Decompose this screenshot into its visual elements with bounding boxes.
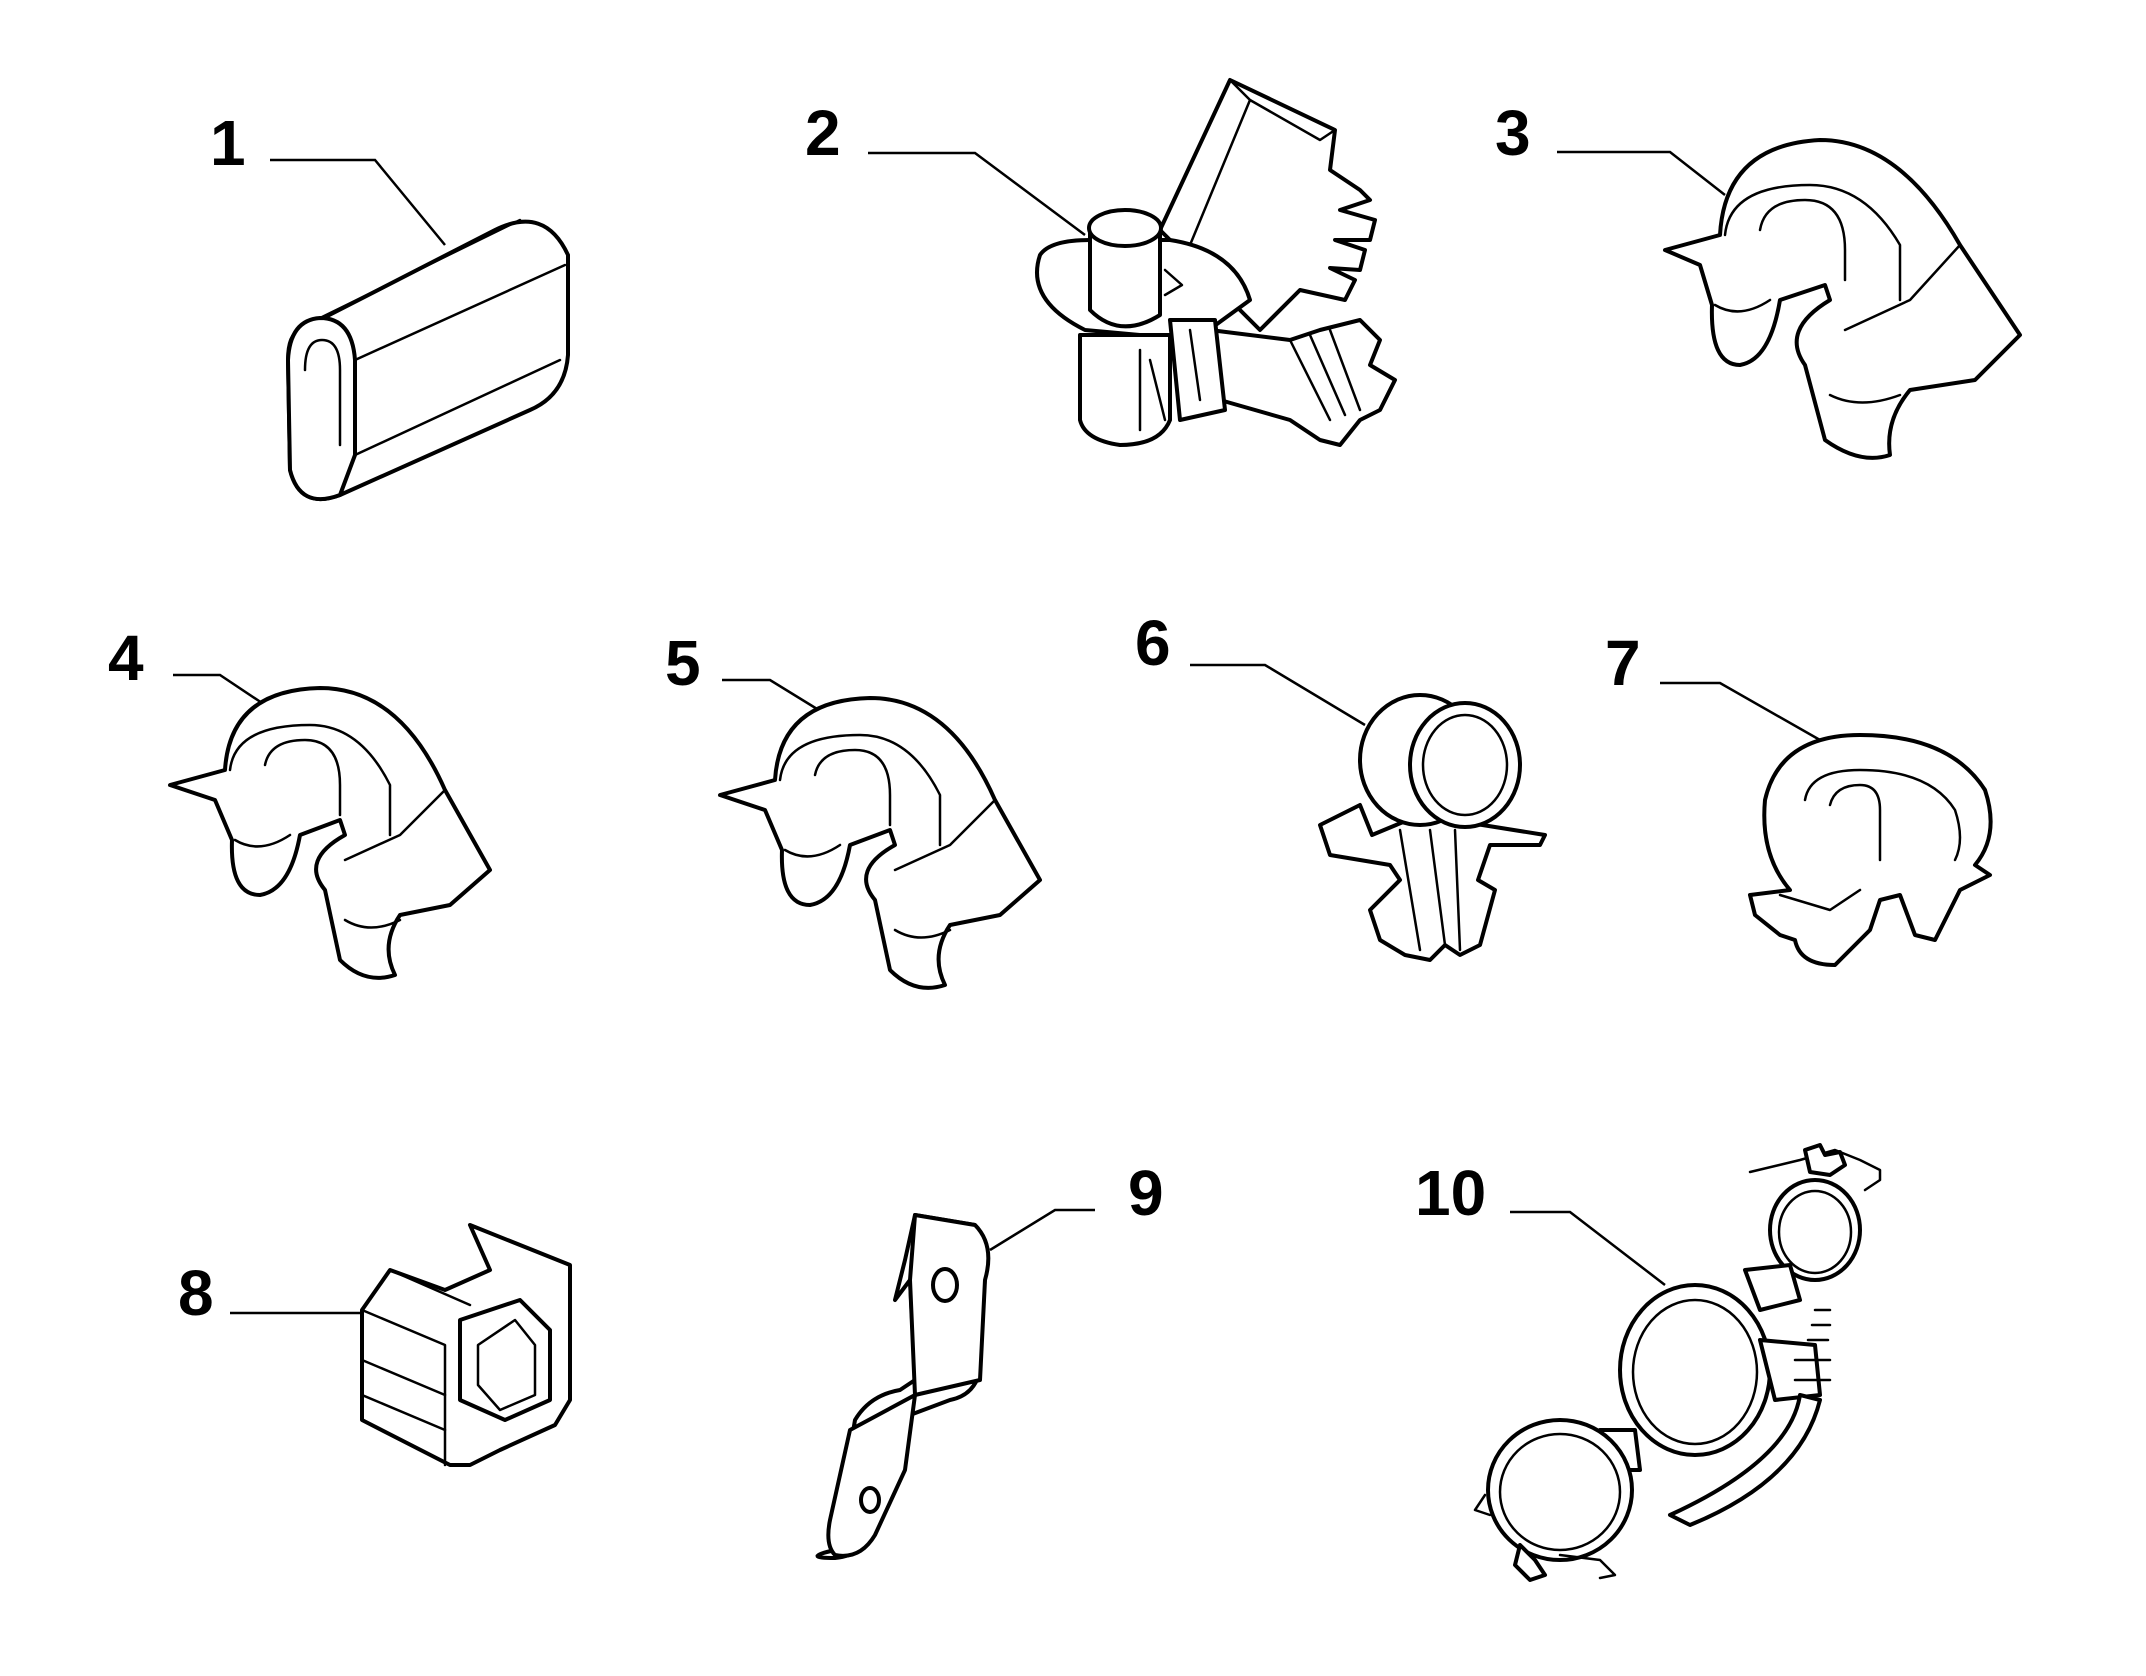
part-5: 5 [665, 627, 1042, 990]
cable-clip-icon [1748, 733, 1993, 967]
part-4: 4 [108, 622, 492, 980]
part-2-number: 2 [805, 97, 841, 169]
cable-clip-icon [718, 696, 1042, 990]
part-2-leader [868, 151, 1086, 237]
part-6-leader [1190, 663, 1366, 727]
part-6-number: 6 [1135, 607, 1171, 679]
cable-clip-icon [168, 686, 492, 980]
part-7: 7 [1605, 627, 1993, 967]
part-4-number: 4 [108, 622, 144, 694]
part-3-number: 3 [1495, 97, 1531, 169]
edge-clip-icon [286, 218, 570, 501]
part-5-leader [722, 678, 836, 722]
part-10-leader [1510, 1210, 1666, 1286]
part-6: 6 [1135, 607, 1547, 962]
metal-bracket-icon [815, 1213, 991, 1560]
multi-branch-connector-icon [1035, 78, 1397, 447]
part-7-leader [1660, 681, 1821, 742]
part-8: 8 [178, 1223, 572, 1467]
part-7-number: 7 [1605, 627, 1641, 699]
part-3: 3 [1495, 97, 2022, 460]
part-8-number: 8 [178, 1257, 214, 1329]
cable-clip-icon [1663, 138, 2022, 460]
part-1-leader [270, 158, 446, 246]
part-3-leader [1557, 150, 1726, 196]
part-10: 10 [1415, 1143, 1882, 1582]
part-10-number: 10 [1415, 1157, 1486, 1229]
part-1-number: 1 [210, 107, 246, 179]
pipe-clip-icon [1318, 693, 1547, 962]
part-1: 1 [210, 107, 570, 501]
part-9-leader [989, 1208, 1095, 1252]
square-bracket-clip-icon [360, 1223, 572, 1467]
part-2: 2 [805, 78, 1397, 447]
hose-clamp-cluster-icon [1473, 1143, 1882, 1582]
part-5-number: 5 [665, 627, 701, 699]
part-9-number: 9 [1128, 1157, 1164, 1229]
part-9: 9 [815, 1157, 1164, 1560]
